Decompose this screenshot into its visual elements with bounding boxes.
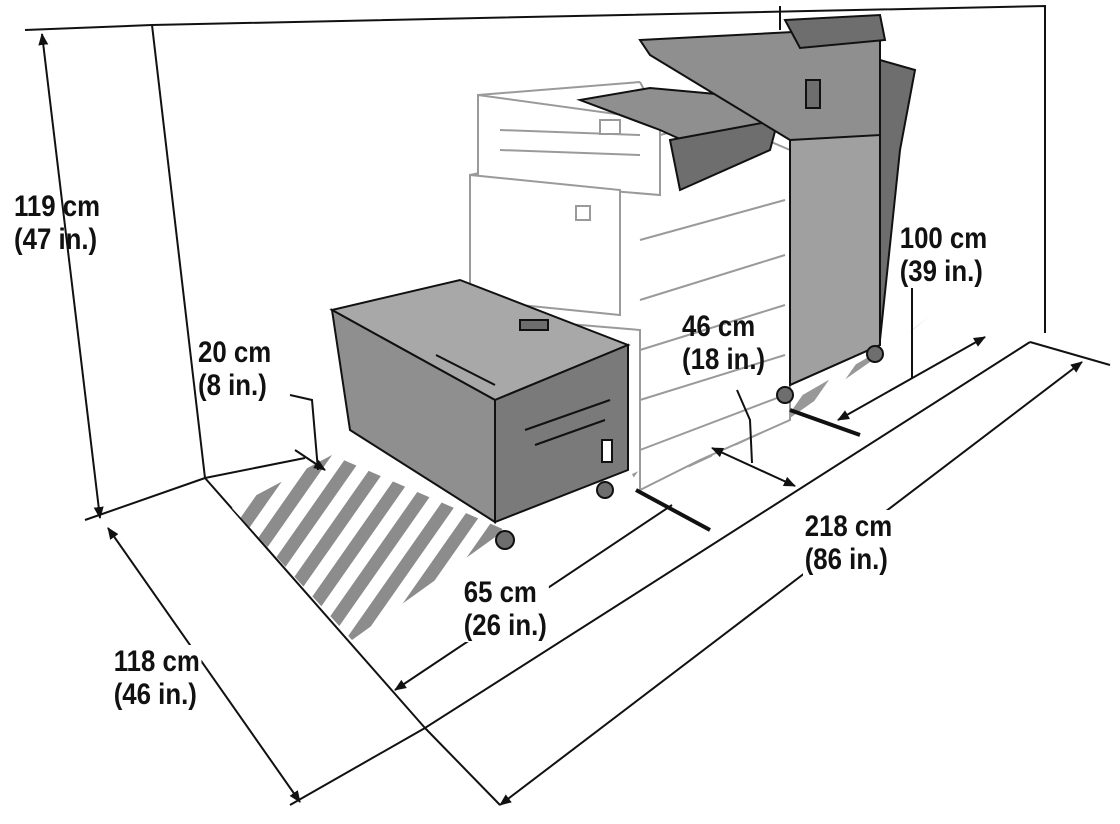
finisher-width-metric: 100 cm [898, 222, 989, 255]
finisher-width-imperial: (39 in.) [898, 255, 989, 288]
printer-gap-dimension-line [711, 447, 796, 487]
rear-clearance-label: 20 cm (8 in.) [198, 336, 271, 402]
printer-gap-metric: 46 cm [682, 310, 756, 343]
width-imperial: (86 in.) [803, 543, 894, 576]
rear-clearance-dimension-line [294, 449, 326, 471]
width-metric: 218 cm [803, 510, 894, 543]
depth-imperial: (46 in.) [112, 678, 202, 711]
feeder-width-metric: 65 cm [462, 576, 549, 609]
rear-clearance-metric: 20 cm [198, 336, 272, 369]
width-label: 218 cm (86 in.) [803, 510, 894, 576]
depth-metric: 118 cm [112, 645, 202, 678]
dimension-lines [24, 24, 1111, 806]
finisher [638, 13, 917, 404]
feeder-width-imperial: (26 in.) [462, 609, 549, 642]
finisher-width-label: 100 cm (39 in.) [898, 222, 989, 288]
height-metric: 119 cm [14, 190, 101, 223]
rear-clearance-imperial: (8 in.) [198, 369, 267, 402]
height-dimension-line [38, 33, 104, 519]
depth-label: 118 cm (46 in.) [112, 645, 202, 711]
height-imperial: (47 in.) [14, 223, 98, 256]
depth-dimension-line [107, 527, 301, 803]
printer-gap-imperial: (18 in.) [682, 343, 766, 376]
finisher-width-dimension-line [837, 336, 986, 421]
width-dimension-line [499, 361, 1083, 806]
printer-gap-label: 46 cm (18 in.) [682, 310, 765, 376]
height-label: 119 cm (47 in.) [14, 190, 100, 256]
feeder-width-label: 65 cm (26 in.) [462, 576, 549, 642]
